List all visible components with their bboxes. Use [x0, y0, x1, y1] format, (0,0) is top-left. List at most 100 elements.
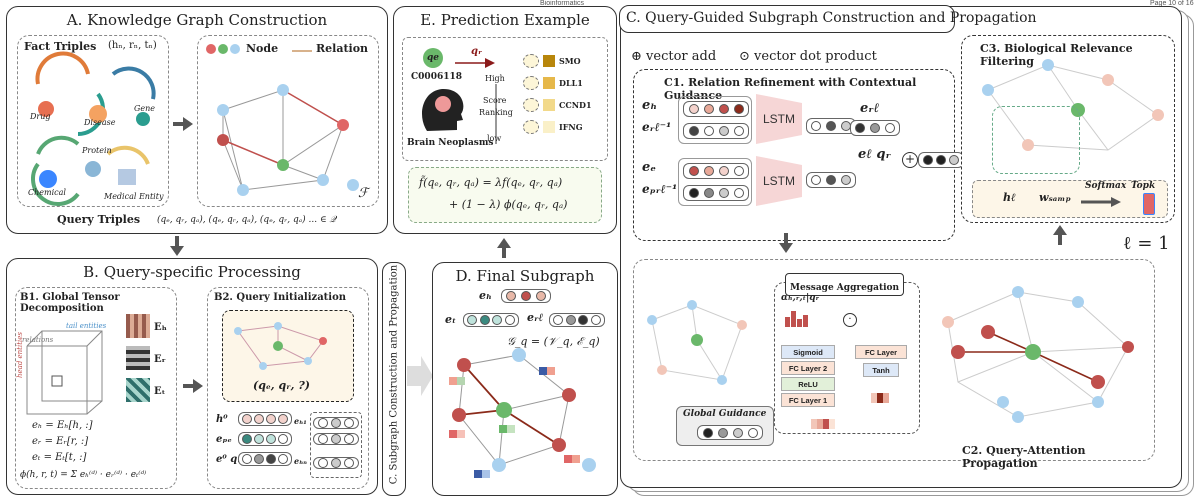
- equation-er: eᵣ = Eᵣ[r, :]: [32, 436, 89, 447]
- init-label-eqe: eₚₑ: [216, 434, 232, 445]
- vector-er: [549, 313, 605, 327]
- layer-tanh: Tanh: [863, 363, 899, 377]
- c3-filter-box: [992, 106, 1080, 174]
- entity-medical: Medical Entity: [104, 192, 164, 201]
- cube-label-head: head entities: [16, 331, 24, 378]
- legend-relation-line: [292, 50, 312, 52]
- c1-vector-final: [918, 152, 964, 168]
- query-graph-box: (qₑ, qᵣ, ?): [222, 310, 354, 402]
- init-vector-h0: [238, 412, 292, 426]
- c2-right-graph: [942, 286, 1134, 423]
- c1-label-eqr: eₚᵣℓ⁻¹: [642, 182, 678, 196]
- panel-a-title: A. Knowledge Graph Construction: [66, 11, 328, 29]
- arrow-c-d: [407, 356, 433, 396]
- init-label-ehn: eₕₙ: [294, 456, 307, 466]
- c1-output-bottom: [806, 172, 856, 188]
- c1-group-bottom: [678, 158, 752, 206]
- c1-label-eqe: eₑ: [642, 160, 657, 175]
- global-guidance-box: Global Guidance: [676, 406, 774, 446]
- gene-ifng: IFNG: [559, 122, 583, 132]
- c1-output-top: [806, 118, 856, 134]
- c2-left-graph: [647, 300, 747, 385]
- entity-gene: Gene: [134, 104, 156, 113]
- layer-fc1: FC Layer 1: [781, 393, 835, 407]
- arrow-d-e: [497, 238, 511, 258]
- alpha-label: αₕ,ᵣ,ₜ|qᵣ: [781, 293, 820, 303]
- legend-dot-product: ⊙ vector dot product: [739, 49, 877, 64]
- softmax-arrow: [1081, 197, 1121, 207]
- arrow-a: [173, 117, 193, 131]
- b2-title: B2. Query Initialization: [214, 292, 347, 303]
- c2-box: Message Aggregation αₕ,ᵣ,ₜ|qᵣ · Sigmoid …: [633, 259, 1155, 470]
- formula-line1: f̃(qₑ, qᵣ, qₐ) = λf(qₑ, qᵣ, qₐ): [419, 176, 563, 189]
- label-er: eᵣℓ: [527, 311, 544, 324]
- fact-triples-formula: (hₙ, rₙ, tₙ): [108, 40, 157, 51]
- journal-name: Bioinformatics: [540, 0, 584, 7]
- subgraph-formula: 𝒢_q = (𝒱_q, ℰ_q): [507, 335, 600, 348]
- matrix-er-label: Eᵣ: [154, 354, 166, 365]
- panel-b-title: B. Query-specific Processing: [83, 263, 301, 281]
- panel-a: A. Knowledge Graph Construction Fact Tri…: [6, 6, 388, 234]
- global-guidance-label: Global Guidance: [683, 409, 767, 419]
- gene-smo: SMO: [559, 56, 581, 66]
- query-triples-formula: (qₑ, qᵣ, qₐ), (qₑ, qᵣ, qₐ), (qₑ, qᵣ, qₐ)…: [157, 215, 336, 225]
- panel-c-title-box: C. Query-Guided Subgraph Construction an…: [619, 5, 1037, 33]
- panel-e-title: E. Prediction Example: [420, 11, 590, 29]
- c1-label-er: eᵣℓ⁻¹: [642, 120, 672, 134]
- topk-icon: [1143, 193, 1155, 215]
- panel-c-side-label: C. Subgraph Construction and Propagation: [388, 264, 400, 485]
- panel-d: D. Final Subgraph eₕ eₜ eᵣℓ 𝒢_q = (𝒱_q, …: [432, 262, 618, 496]
- layer-index: ℓ = 1: [1123, 233, 1170, 254]
- prediction-box: qe C0006118 Brain Neoplasms qᵣ High Scor…: [402, 37, 608, 161]
- msg-title-box: Message Aggregation: [785, 273, 905, 296]
- c1-label-er-l: eᵣℓ: [860, 101, 880, 116]
- softmax-label: Softmax: [1085, 181, 1127, 191]
- legend-node-label: Node: [246, 42, 279, 55]
- label-et: eₜ: [445, 313, 457, 326]
- init-label-h0: h⁰: [216, 414, 228, 425]
- init-vector-eqr: [238, 452, 292, 466]
- c1-box: C1. Relation Refinement with Contextual …: [633, 69, 964, 241]
- gene-dll1: DLL1: [559, 78, 583, 88]
- layer-sigmoid: Sigmoid: [781, 345, 835, 359]
- init-label-eh1: eₕ₁: [294, 416, 307, 426]
- panel-c-title: C. Query-Guided Subgraph Construction an…: [626, 10, 1037, 26]
- query-tuple: (qₑ, qᵣ, ?): [253, 379, 310, 392]
- legend-relation-label: Relation: [316, 42, 369, 55]
- score-axis: [495, 84, 497, 144]
- b1-title: B1. Global Tensor Decomposition: [20, 292, 120, 314]
- page-number: Page 10 of 16: [1150, 0, 1194, 7]
- msg-title: Message Aggregation: [790, 283, 900, 293]
- kg-graph-box: Node Relation ℱ: [197, 35, 379, 207]
- global-guidance-vector: [697, 425, 763, 440]
- brain-head-icon: [422, 88, 464, 131]
- msg-input: [811, 419, 835, 429]
- message-aggregation-box: Message Aggregation αₕ,ᵣ,ₜ|qᵣ · Sigmoid …: [774, 273, 920, 434]
- arrow-c2-c3: [1053, 225, 1067, 245]
- legend-vector-add: ⊕ vector add: [631, 49, 717, 64]
- topk-label: Topk: [1131, 181, 1156, 191]
- lstm-bottom: LSTM: [756, 156, 802, 206]
- final-subgraph: [449, 348, 596, 478]
- graph-symbol: ℱ: [358, 186, 369, 201]
- query-entity-node: qe: [423, 48, 443, 68]
- c1-vector-er: [850, 120, 900, 136]
- panel-e: E. Prediction Example qe C0006118 Brain …: [393, 6, 617, 234]
- score-formula-box: f̃(qₑ, qᵣ, qₐ) = λf(qₑ, qᵣ, qₐ) + (1 − λ…: [408, 167, 602, 223]
- c2-title: C2. Query-Attention Propagation: [962, 444, 1086, 470]
- cube-label-relations: relations: [22, 336, 54, 344]
- c3-box: C3. Biological Relevance Filtering hℓ wₛ…: [961, 35, 1175, 223]
- query-triples-label: Query Triples: [57, 213, 141, 226]
- panel-c: C. Query-Guided Subgraph Construction an…: [619, 5, 1182, 488]
- legend-nodes: [206, 44, 240, 54]
- knowledge-graph: [217, 84, 359, 196]
- fact-triples-box: Fact Triples (hₙ, rₙ, tₙ) Drug Disease G…: [17, 35, 169, 207]
- relation-arrow: [455, 58, 495, 68]
- arrow-a-b: [170, 236, 184, 256]
- c1-label-eh: eₕ: [642, 98, 658, 113]
- score-low: low: [487, 134, 502, 143]
- c3-w-label: wₛₐₘₚ: [1039, 191, 1071, 204]
- equation-et: eₜ = Eₜ[t, :]: [32, 452, 87, 463]
- matrix-et: [126, 378, 150, 402]
- matrix-et-label: Eₜ: [154, 386, 166, 397]
